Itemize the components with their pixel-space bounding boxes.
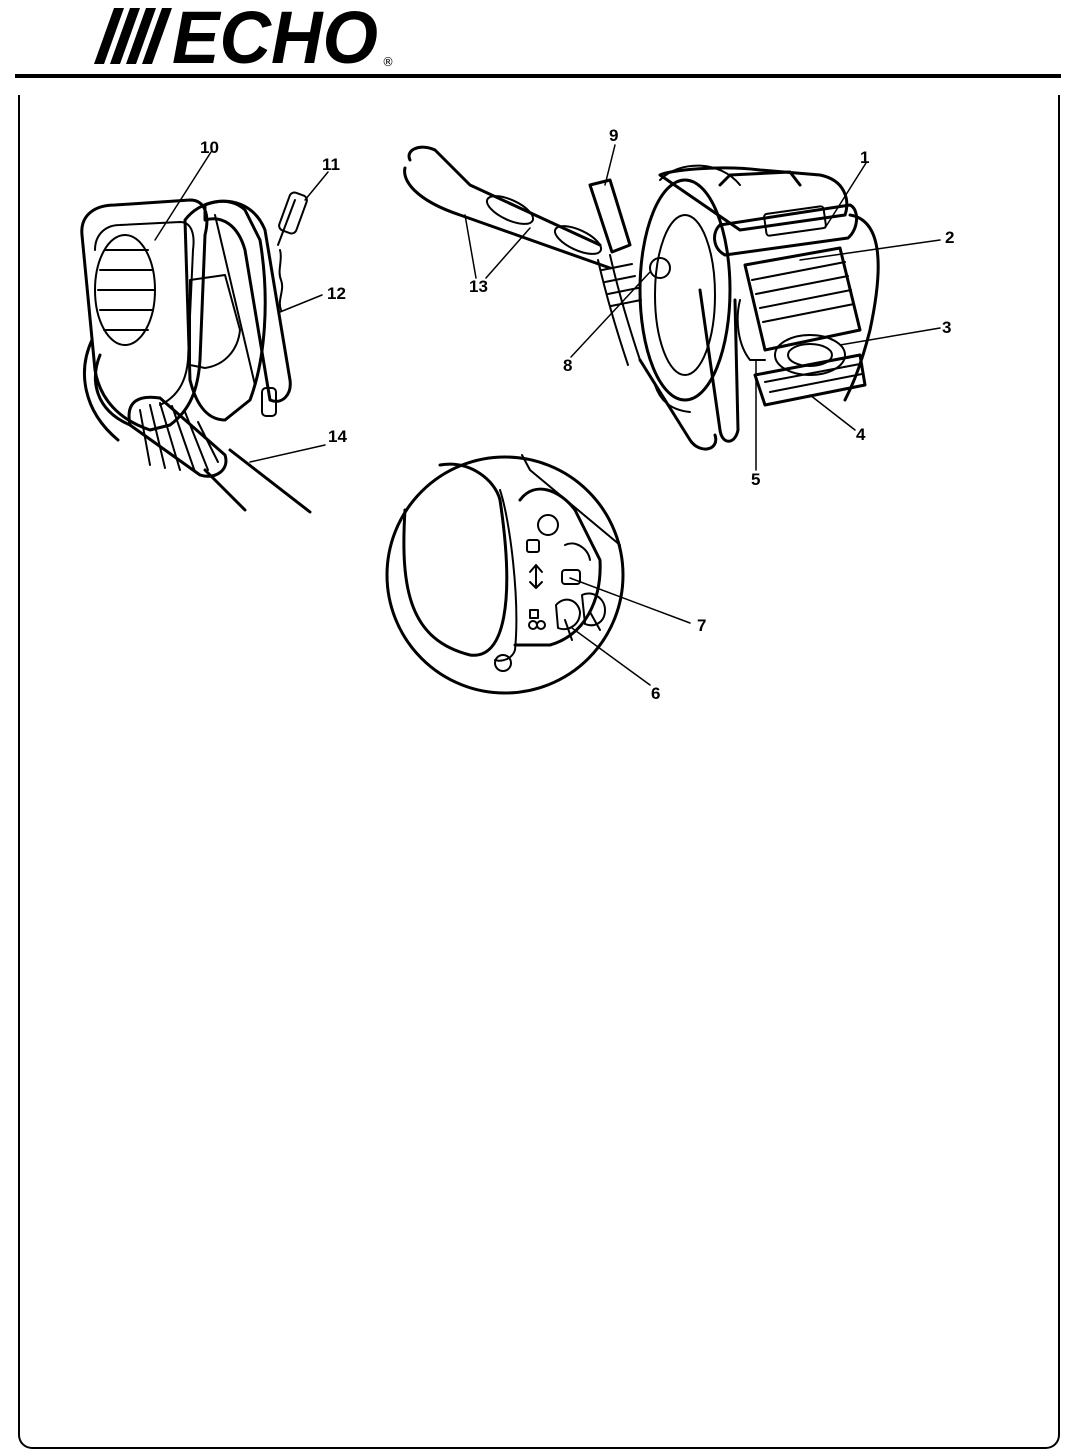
- callout-7: 7: [697, 616, 706, 635]
- blower-back-view: [82, 191, 310, 512]
- callout-13: 13: [469, 277, 488, 296]
- blower-engine-view: [405, 147, 879, 449]
- carburetor-inset: [387, 455, 623, 693]
- callout-11: 11: [322, 155, 340, 174]
- callout-10: 10: [200, 138, 219, 157]
- callout-14: 14: [328, 427, 347, 446]
- callout-2: 2: [945, 228, 954, 247]
- callout-3: 3: [942, 318, 951, 337]
- callout-8: 8: [563, 356, 572, 375]
- callout-1: 1: [860, 148, 869, 167]
- callout-6: 6: [651, 684, 660, 703]
- callout-9: 9: [609, 126, 618, 145]
- callout-12: 12: [327, 284, 346, 303]
- callout-5: 5: [751, 470, 760, 489]
- callout-numbers: 1 2 3 4 5 6 7 8 9 10 11 12 13 14: [200, 126, 954, 703]
- callout-4: 4: [856, 425, 866, 444]
